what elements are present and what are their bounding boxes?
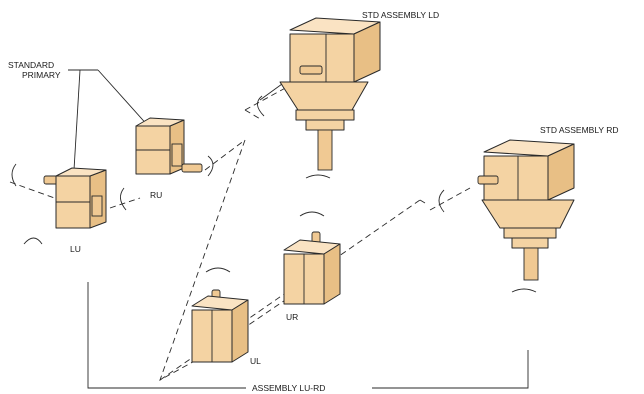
gearbox-ur [283,231,341,305]
standard-primary-leaders [68,69,151,171]
label-ur: UR [286,312,298,322]
label-standard-primary-2: PRIMARY [22,70,61,80]
label-lu: LU [70,244,81,254]
std-assembly-rd [477,139,575,281]
gearbox-lu [43,167,107,229]
label-ul: UL [250,356,261,366]
label-assembly-lu-rd: ASSEMBLY LU-RD [252,383,325,393]
labels: STANDARD PRIMARY STD ASSEMBLY LD STD ASS… [8,10,619,393]
label-ru: RU [150,190,162,200]
label-std-assembly-rd: STD ASSEMBLY RD [540,125,619,135]
gearbox-ul [191,289,249,363]
std-assembly-ld [259,17,381,171]
rotation-arrow-icon [11,95,537,293]
label-standard-primary-1: STANDARD [8,60,54,70]
assembly-lu-rd-bracket [87,282,529,389]
label-std-assembly-ld: STD ASSEMBLY LD [362,10,439,20]
gearbox-ru [135,117,203,175]
